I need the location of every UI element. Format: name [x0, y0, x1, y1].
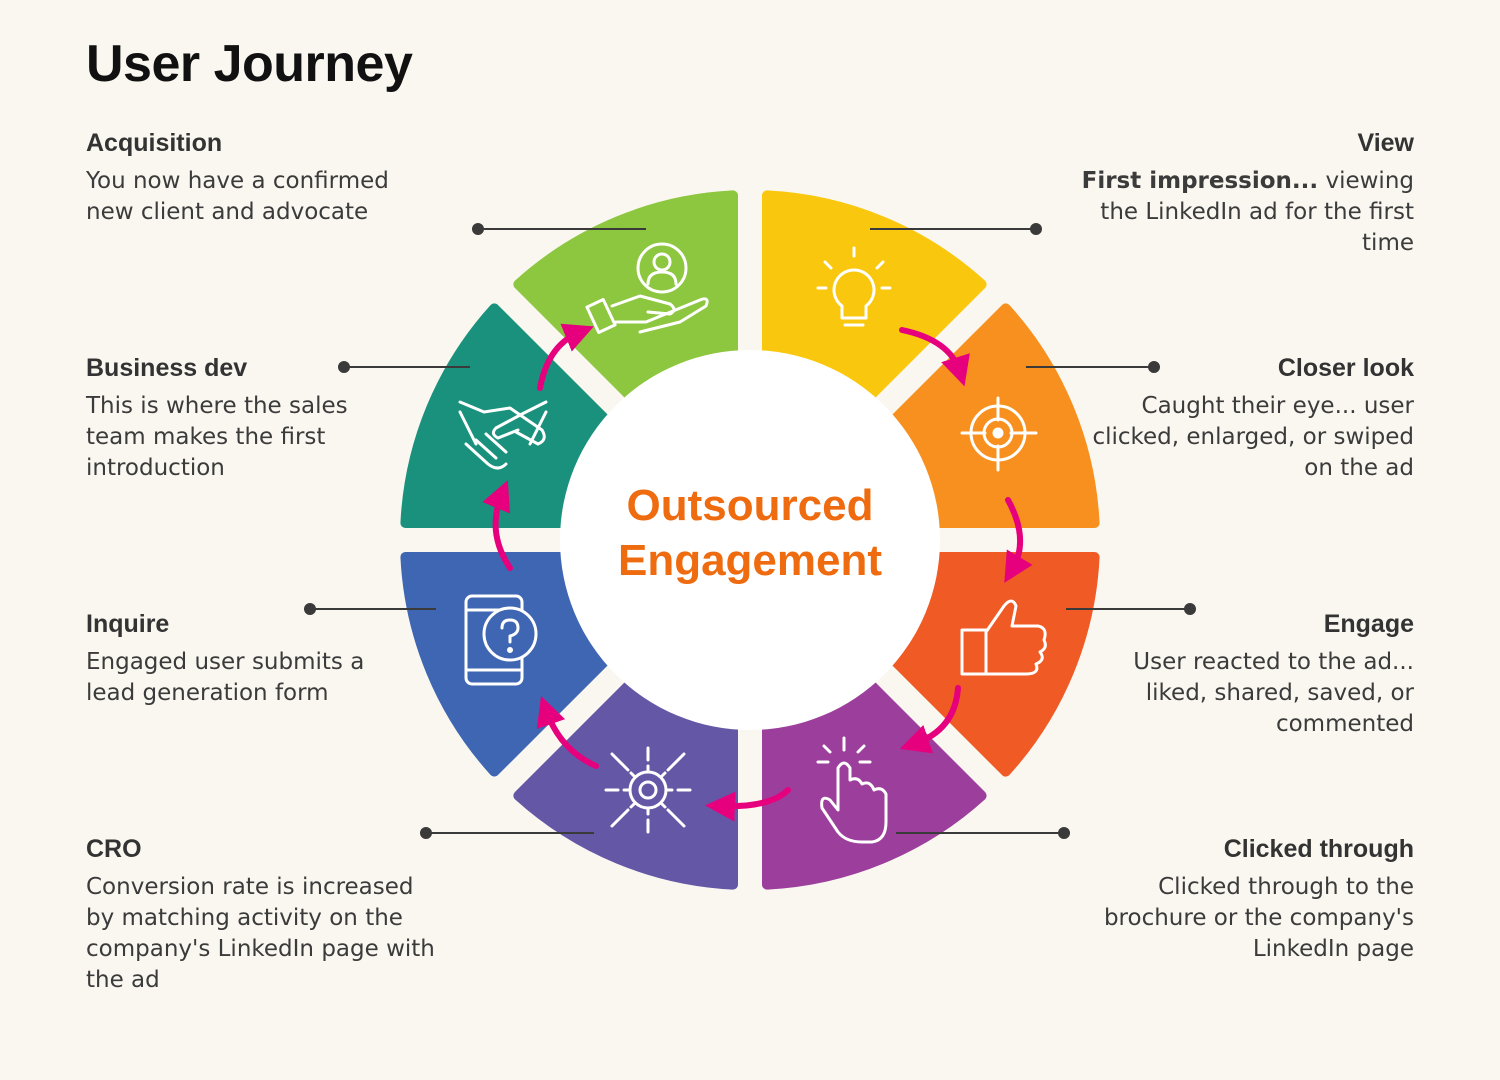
flow-arrow [1004, 497, 1033, 583]
step-title: Business dev [86, 354, 248, 382]
center-label-line1: Outsourced [626, 481, 874, 530]
step-closer-look: Closer look Caught their eye... user cli… [1054, 353, 1414, 484]
center-circle [560, 350, 940, 730]
lightbulb-icon [816, 246, 892, 327]
step-clicked-through: Clicked through Clicked through to the b… [1054, 834, 1414, 965]
gear-arrows-icon [604, 746, 692, 834]
flow-arrows [482, 323, 1033, 822]
connector-dot [338, 361, 350, 373]
connector-dot [1030, 223, 1042, 235]
step-acquisition: Acquisition You now have a confirmed new… [86, 128, 446, 228]
connector-dot [304, 603, 316, 615]
step-title: Engage [1323, 610, 1414, 638]
step-description: Clicked through to the brochure or the c… [1103, 874, 1414, 962]
connector-dot [1058, 827, 1070, 839]
flow-arrow [899, 327, 970, 387]
step-description: User reacted to the ad... liked, shared,… [1133, 649, 1414, 737]
step-business-dev: Business dev This is where the sales tea… [86, 353, 446, 484]
wheel-segments [400, 190, 1100, 890]
pointer-click-icon [816, 736, 888, 844]
connector-lines [304, 223, 1196, 839]
flow-arrow [705, 787, 791, 822]
step-cro: CRO Conversion rate is increased by matc… [86, 834, 446, 996]
step-inquire: Inquire Engaged user submits a lead gene… [86, 609, 446, 709]
hand-person-icon [585, 242, 709, 334]
connector-dot [1148, 361, 1160, 373]
step-description: Engaged user submits a lead generation f… [86, 649, 365, 706]
step-description: You now have a confirmed new client and … [86, 168, 389, 225]
thumbs-up-icon [960, 599, 1047, 676]
connector-dot [420, 827, 432, 839]
step-title: CRO [86, 835, 142, 863]
step-description: This is where the sales team makes the f… [86, 393, 348, 481]
page-title: User Journey [86, 35, 413, 93]
connector-dot [472, 223, 484, 235]
center-label-line2: Engagement [617, 536, 883, 585]
flow-arrow [899, 685, 961, 754]
step-description: Caught their eye... user clicked, enlarg… [1092, 393, 1414, 481]
step-description: Conversion rate is increased by matching… [86, 874, 435, 993]
step-title: Closer look [1277, 354, 1414, 382]
flow-arrow [537, 323, 594, 391]
step-view: View First impression... viewing the Lin… [1054, 128, 1414, 259]
step-title: Inquire [86, 610, 170, 638]
target-icon [960, 396, 1038, 472]
flow-arrow [482, 480, 513, 571]
handshake-icon [458, 400, 548, 470]
flow-arrow [536, 695, 599, 769]
connector-dot [1184, 603, 1196, 615]
step-title: Acquisition [86, 129, 223, 157]
center-label: Outsourced Engagement [590, 478, 910, 588]
step-title: View [1357, 129, 1414, 157]
phone-question-icon [464, 594, 538, 686]
step-title: Clicked through [1223, 835, 1414, 863]
step-description: First impression... viewing the LinkedIn… [1081, 168, 1414, 256]
step-engage: Engage User reacted to the ad... liked, … [1054, 609, 1414, 740]
